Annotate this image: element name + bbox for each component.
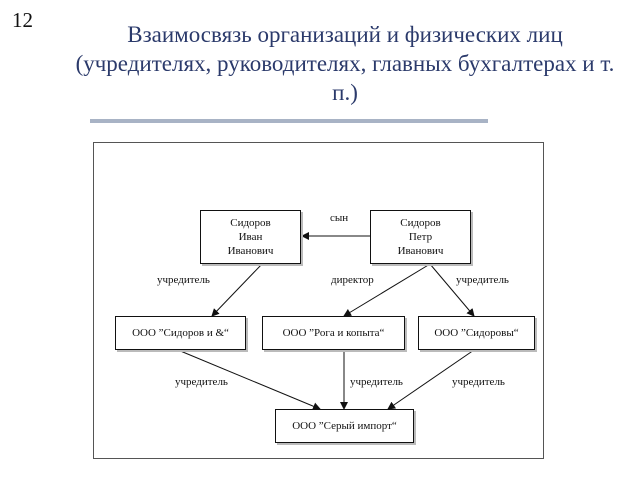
- title-underline: [90, 119, 488, 123]
- node-ivan-line-3: Иванович: [227, 245, 274, 257]
- node-petr-line-1: Сидоров: [400, 217, 441, 229]
- node-petr: Сидоров Петр Иванович: [370, 210, 471, 264]
- node-seryi: ООО ”Серый импорт“: [275, 409, 414, 443]
- edge-petr-to-roga: [343, 263, 431, 317]
- node-petr-line-3: Иванович: [397, 245, 444, 257]
- label-son: сын: [330, 212, 349, 224]
- label-founder-petr: учредитель: [456, 274, 509, 286]
- node-seryi-label: ООО ”Серый импорт“: [292, 420, 397, 432]
- edge-petr-to-sidorovy: [429, 263, 475, 317]
- node-ivan: Сидоров Иван Иванович: [200, 210, 301, 264]
- slide-title: Взаимосвязь организаций и физических лиц…: [75, 22, 615, 105]
- node-ivan-line-1: Сидоров: [230, 217, 271, 229]
- node-sidorovy-label: ООО ”Сидоровы“: [434, 327, 519, 339]
- edge-ivan-to-sidorov-and: [211, 263, 263, 317]
- label-founder-ivan: учредитель: [157, 274, 210, 286]
- edge-sidorov-and-to-seryi: [177, 349, 321, 411]
- label-founder-3: учредитель: [452, 376, 505, 388]
- node-petr-line-2: Петр: [408, 231, 433, 243]
- slide-number: 12: [12, 8, 33, 32]
- label-founder-1: учредитель: [175, 376, 228, 388]
- node-ivan-line-2: Иван: [238, 231, 263, 243]
- edge-sidorovy-to-seryi: [387, 349, 475, 410]
- node-sidorov-and: ООО ”Сидоров и &“: [115, 316, 246, 350]
- node-roga-label: ООО ”Рога и копыта“: [282, 327, 385, 339]
- node-sidorovy: ООО ”Сидоровы“: [418, 316, 535, 350]
- label-founder-2: учредитель: [350, 376, 403, 388]
- label-director: директор: [331, 274, 374, 286]
- node-roga: ООО ”Рога и копыта“: [262, 316, 405, 350]
- node-sidorov-and-label: ООО ”Сидоров и &“: [132, 327, 229, 339]
